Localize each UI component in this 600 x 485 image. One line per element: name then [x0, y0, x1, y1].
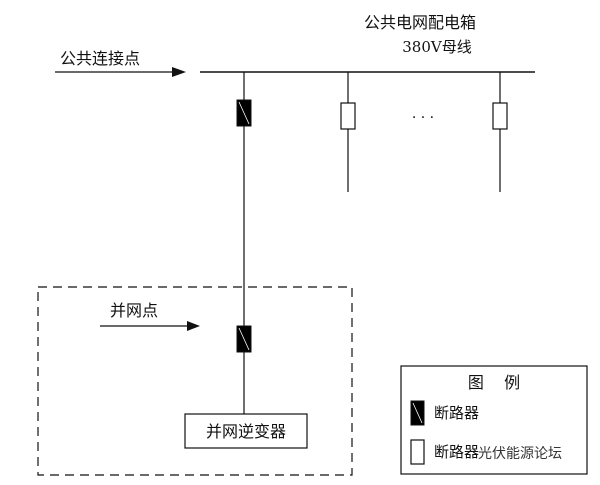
inverter-label: 并网逆变器 — [206, 422, 286, 441]
pcc-arrow-head — [172, 67, 186, 77]
busbar-label: 380V母线 — [402, 38, 471, 56]
branch-2-open-breaker — [340, 102, 356, 130]
watermark-text: 光伏能源论坛 — [478, 446, 562, 462]
more-branches-ellipsis: · · · — [412, 110, 434, 126]
legend-title: 图 例 — [468, 373, 520, 392]
plant-dashed-boundary — [37, 286, 353, 476]
legend-closed-breaker-label: 断路器 — [434, 404, 479, 422]
legend-closed-breaker-slash — [412, 402, 423, 424]
branch-3-open-breaker — [492, 102, 508, 130]
pcc-label: 公共连接点 — [60, 49, 140, 68]
legend-open-breaker-symbol — [410, 439, 425, 465]
main-breaker-slash — [238, 101, 250, 125]
legend-box — [400, 365, 588, 475]
grid-point-arrow-head — [187, 321, 200, 331]
inverter-box — [184, 413, 308, 449]
distribution-box-label: 公共电网配电箱 — [364, 13, 476, 32]
grid-point-label: 并网点 — [110, 301, 158, 320]
legend-open-breaker-label: 断路器 — [434, 443, 479, 461]
grid-point-breaker-slash — [238, 327, 250, 351]
